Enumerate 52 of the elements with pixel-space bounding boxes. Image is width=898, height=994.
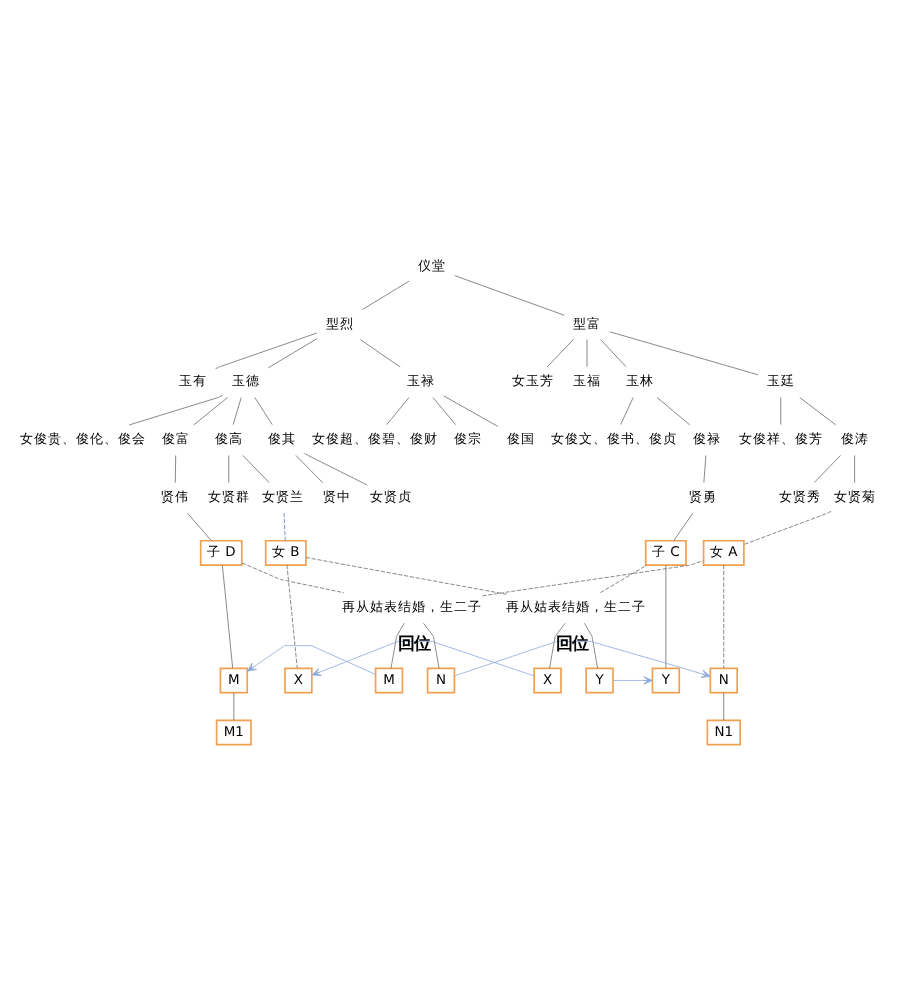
connector [242, 454, 270, 482]
connector [359, 338, 401, 367]
connector [584, 621, 599, 668]
connector [283, 511, 286, 541]
connector [233, 691, 235, 720]
connector [600, 563, 648, 593]
edge-label: 回位 [397, 632, 430, 653]
connector [665, 563, 667, 668]
connector [174, 454, 177, 482]
connector [549, 621, 566, 668]
connector [305, 556, 507, 594]
connector [723, 691, 725, 720]
arrow [454, 640, 711, 677]
connector [813, 454, 841, 482]
connector [128, 393, 224, 425]
connector [620, 396, 634, 425]
connector [215, 331, 318, 369]
connector [481, 559, 704, 596]
connector [228, 454, 230, 482]
connector [390, 621, 405, 668]
connector [304, 452, 368, 485]
connector [423, 621, 440, 668]
connector [241, 561, 345, 593]
connector [386, 396, 410, 425]
connector [432, 396, 457, 425]
connector [443, 394, 499, 426]
connector [586, 338, 588, 367]
connector [799, 396, 837, 425]
connector [780, 396, 782, 425]
connector [703, 454, 707, 482]
connector [268, 337, 318, 368]
connector [600, 338, 627, 367]
arrow [247, 644, 376, 674]
connector [854, 454, 856, 482]
connector [454, 274, 565, 315]
connector [232, 396, 242, 425]
connector [743, 509, 832, 544]
connector [656, 396, 691, 425]
connector [546, 338, 574, 367]
connector [673, 511, 694, 541]
arrow [612, 675, 653, 684]
connector [361, 279, 410, 309]
edge-label: 回位 [556, 632, 589, 653]
connector [187, 511, 212, 541]
connector [254, 396, 273, 425]
connector [609, 330, 759, 375]
connector [221, 563, 234, 668]
connector [295, 454, 324, 482]
connector [286, 563, 298, 668]
arrow [311, 640, 535, 676]
connector [723, 563, 725, 668]
connector [193, 396, 229, 425]
